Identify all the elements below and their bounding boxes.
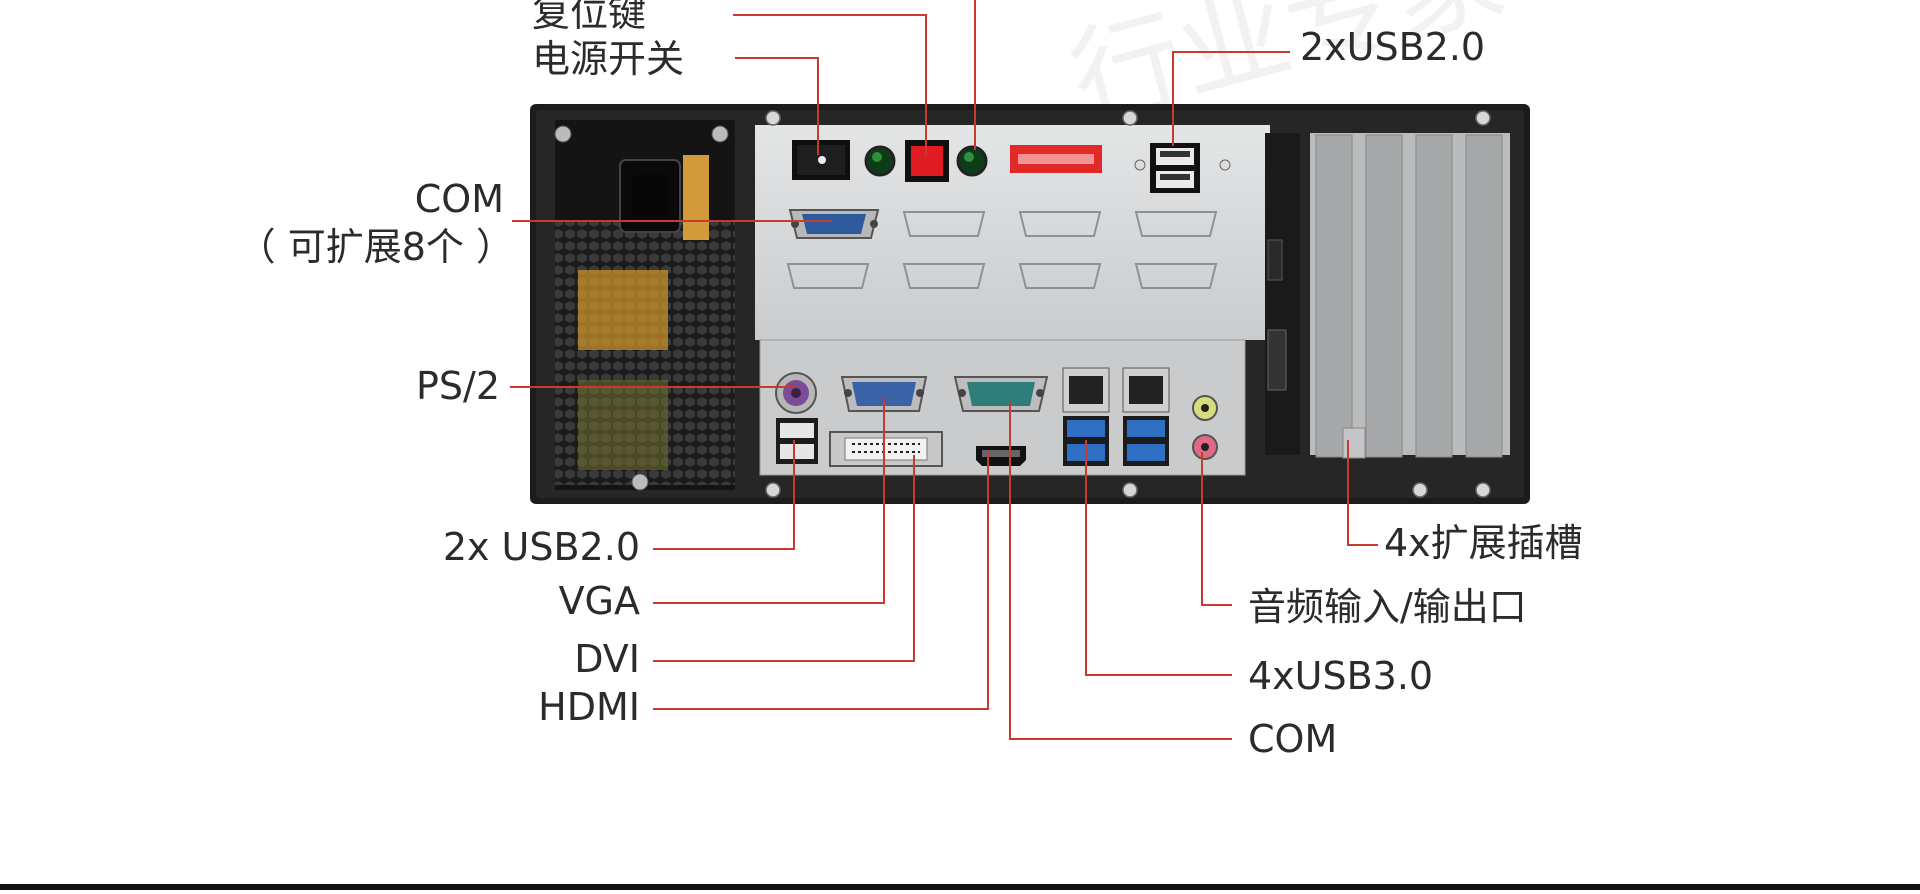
label-hdmi: HDMI: [538, 688, 640, 726]
label-power-switch: 电源开关: [532, 40, 684, 78]
label-audio: 音频输入/输出口: [1248, 588, 1527, 626]
label-vga: VGA: [559, 582, 640, 620]
label-expansion-slots: 4x扩展插槽: [1384, 524, 1583, 562]
dvi-port: [830, 432, 942, 466]
label-ps2: PS/2: [416, 367, 500, 405]
label-usb3: 4xUSB3.0: [1248, 657, 1433, 695]
com-port-onboard: [955, 377, 1047, 411]
hdmi-port: [976, 446, 1026, 466]
com-port-expansion: [790, 210, 878, 238]
label-reset-key: 复位键: [532, 0, 646, 32]
label-usb2-bottom: 2x USB2.0: [443, 528, 640, 566]
label-com-expansion: COM: [415, 180, 504, 218]
bottom-border: [0, 884, 1920, 890]
label-com-bottom: COM: [1248, 720, 1337, 758]
label-com-expansion-note: （ 可扩展8个 ）: [238, 228, 514, 266]
usb2-bottom-ports: [776, 418, 818, 464]
usb2-top-ports: [1150, 143, 1200, 193]
label-dvi: DVI: [574, 640, 640, 678]
ps2-port: [776, 373, 816, 413]
label-usb2-top: 2xUSB2.0: [1300, 28, 1485, 66]
psu: [555, 120, 735, 490]
